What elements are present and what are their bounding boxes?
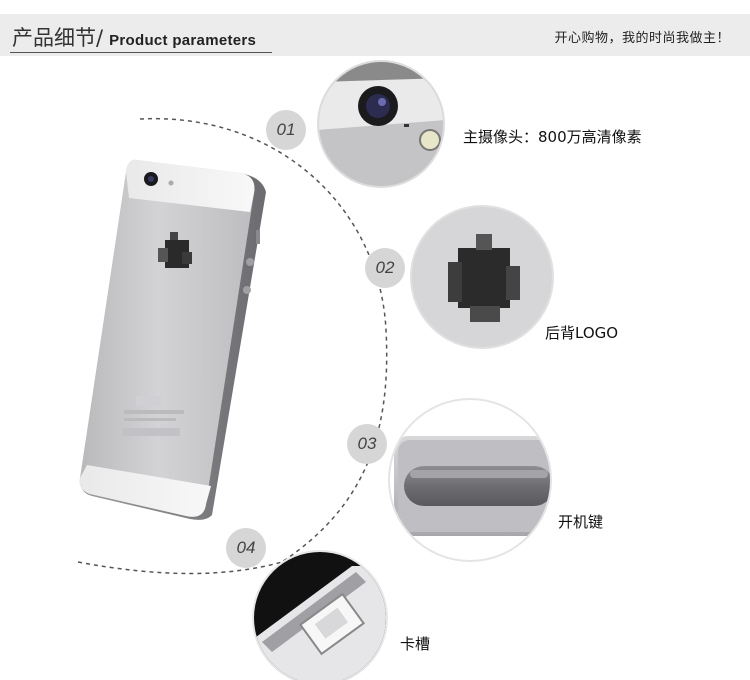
phone-back-image: [79, 159, 266, 520]
dashed-arc-bottom: [77, 561, 283, 575]
page-title: 产品细节/Product parameters: [12, 22, 256, 52]
feature-label-logo: 后背LOGO: [545, 324, 619, 342]
title-underline: [10, 52, 272, 53]
feature-number-02: 02: [365, 248, 405, 288]
power-button-detail: [388, 398, 552, 562]
header-bar: 产品细节/Product parameters 开心购物，我的时尚我做主！: [0, 14, 750, 56]
feature-number-03: 03: [347, 424, 387, 464]
feature-number-01: 01: [266, 110, 306, 150]
sim-tray-detail: [252, 550, 388, 680]
feature-number-04: 04: [226, 528, 266, 568]
logo-detail: [410, 205, 554, 349]
title-en: Product parameters: [109, 32, 257, 49]
dashed-arc: [139, 117, 388, 563]
header-slogan: 开心购物，我的时尚我做主！: [554, 31, 730, 46]
feature-label-power: 开机键: [558, 513, 604, 531]
title-cn: 产品细节/: [12, 26, 104, 50]
camera-detail: [317, 60, 445, 188]
feature-label-sim: 卡槽: [400, 635, 431, 653]
feature-label-camera: 主摄像头：800万高清像素: [463, 128, 642, 146]
